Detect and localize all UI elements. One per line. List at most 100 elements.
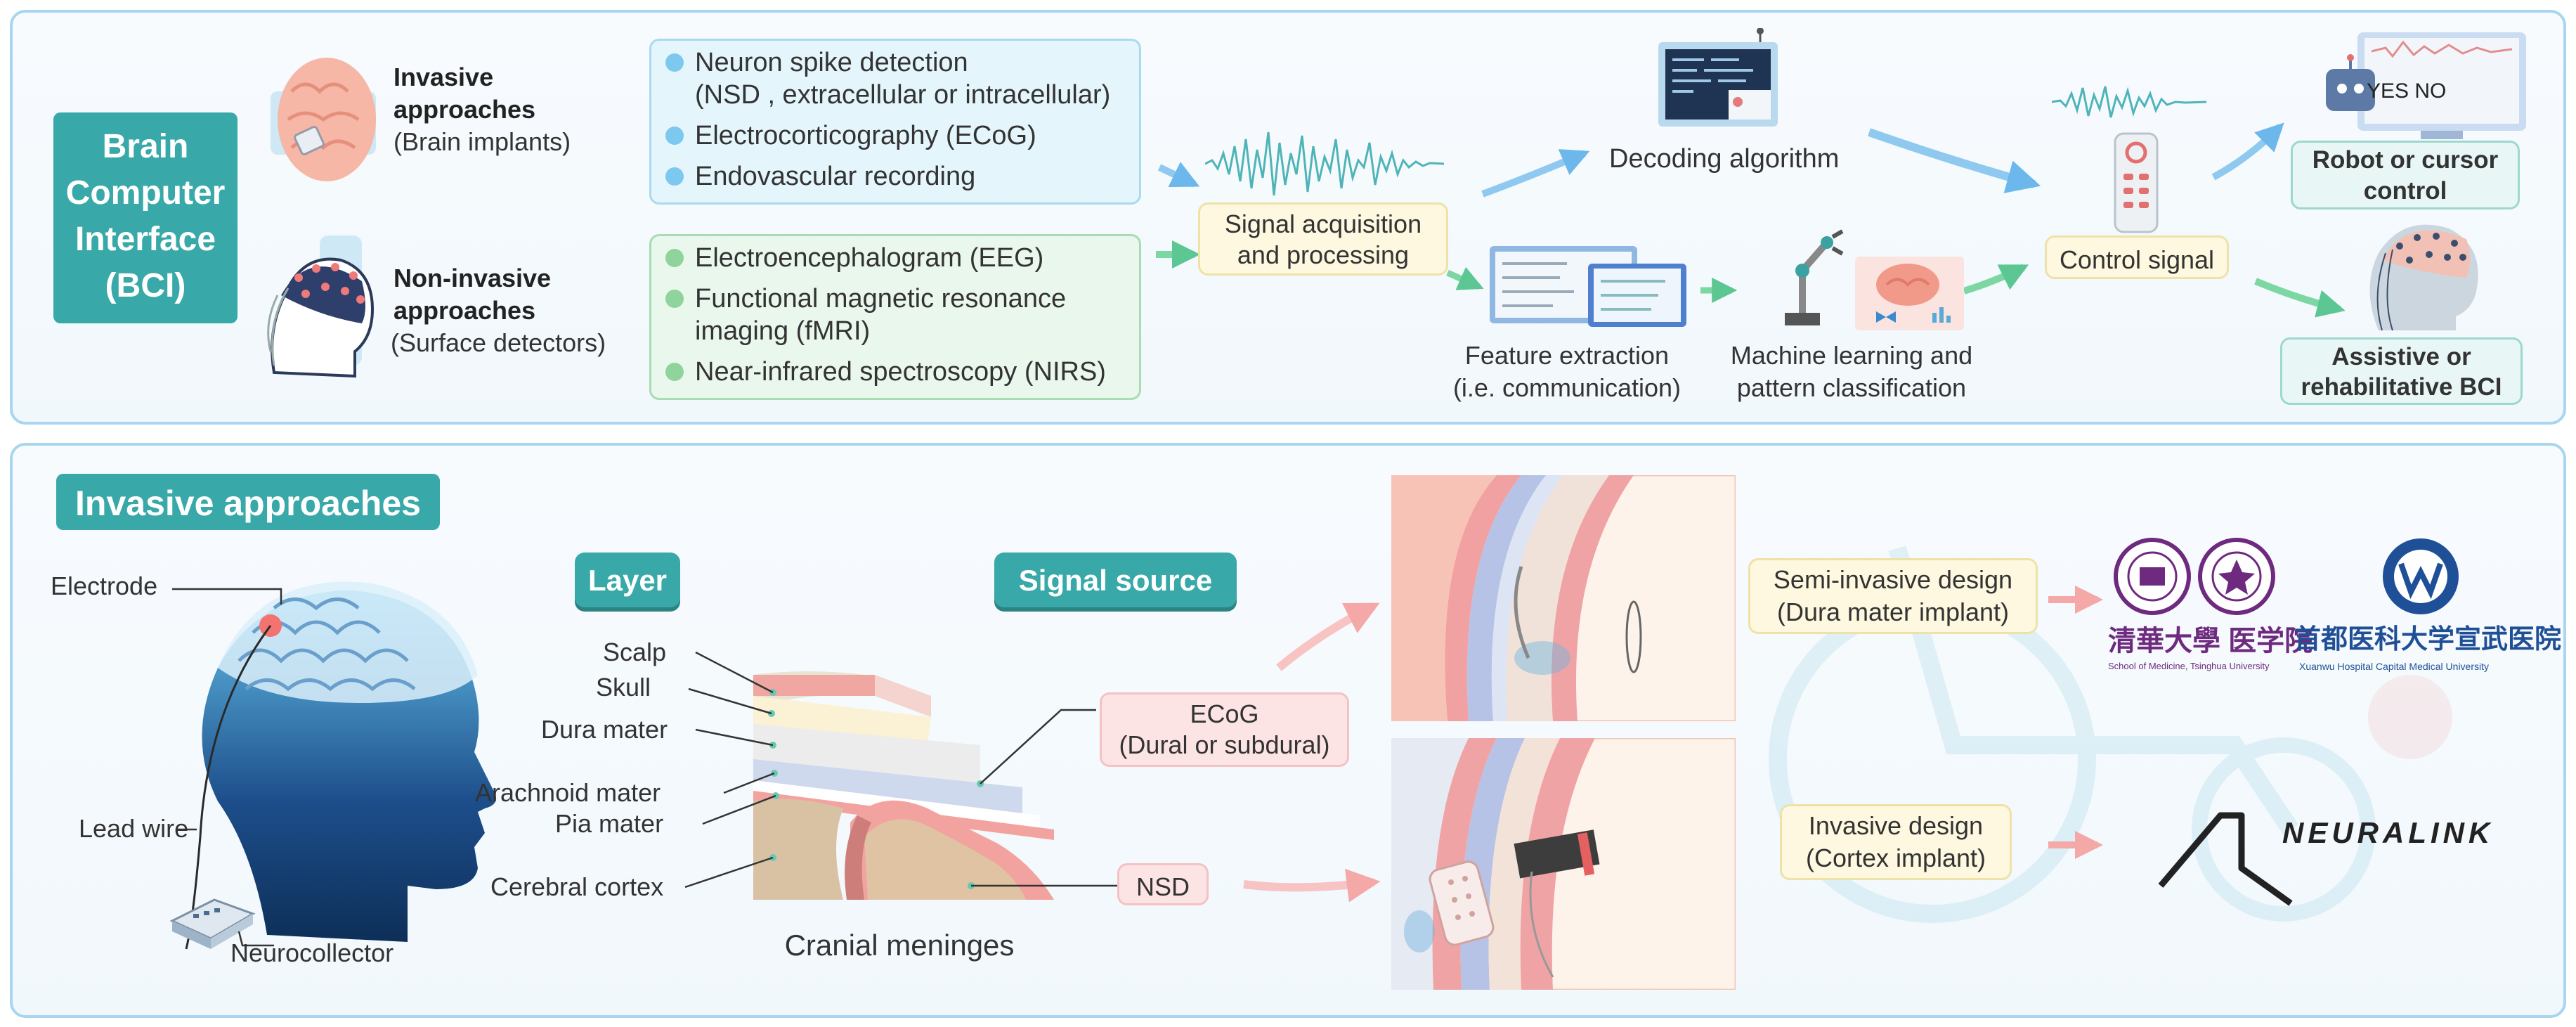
signal-acquisition-line-2: and processing <box>1237 240 1410 269</box>
robot-control-box: Robot or cursor control <box>2291 141 2520 209</box>
method-nirs: Near-infrared spectroscopy (NIRS) <box>665 356 1106 388</box>
method-eeg-label: Electroencephalogram (EEG) <box>695 243 1044 273</box>
invasive-design-line-2: (Cortex implant) <box>1805 844 1986 872</box>
method-endovascular: Endovascular recording <box>665 160 975 193</box>
noninvasive-methods-box: Electroencephalogram (EEG) Functional ma… <box>649 234 1141 400</box>
semi-invasive-line-1: Semi-invasive design <box>1773 565 2013 594</box>
arrow-ml-to-control <box>1963 264 2029 295</box>
method-nirs-label: Near-infrared spectroscopy (NIRS) <box>695 357 1106 387</box>
feature-extraction-line-2: (i.e. communication) <box>1452 373 1681 402</box>
monitor-yes-no-text: YES NO <box>2367 79 2447 103</box>
method-nsd: Neuron spike detection (NSD , extracellu… <box>665 46 1110 112</box>
control-signal-box: Control signal <box>2045 235 2229 279</box>
robot-monitor-illustration <box>2326 32 2526 139</box>
bullet-dot <box>665 167 684 186</box>
invasive-title-line-2: approaches <box>393 95 536 124</box>
robot-control-line-2: control <box>2363 177 2447 205</box>
invasive-design-line-1: Invasive design <box>1808 811 1984 840</box>
ecog-source-box: ECoG (Dural or subdural) <box>1100 692 1349 767</box>
brain-implant-illustration <box>271 58 376 181</box>
feature-extraction-line-1: Feature extraction <box>1464 341 1670 370</box>
arrow-control-to-assistive <box>2254 278 2346 318</box>
signal-acquisition-line-1: Signal acquisition <box>1224 209 1422 238</box>
bci-title-line-2: Computer <box>65 174 226 212</box>
label-lead-wire: Lead wire <box>79 814 189 843</box>
method-endovascular-label: Endovascular recording <box>695 162 976 191</box>
xuanwu-hospital-logo <box>2383 538 2459 614</box>
neuralink-logo-text: NEURALINK <box>2282 816 2494 849</box>
nsd-source-label: NSD <box>1136 872 1190 901</box>
noninvasive-title-line-2: approaches <box>393 296 536 325</box>
assistive-box: Assistive or rehabilitative BCI <box>2280 337 2523 405</box>
ecog-source-line-1: ECoG <box>1190 699 1259 728</box>
eeg-cap-illustration <box>267 235 375 378</box>
bullet-dot <box>665 53 684 72</box>
invasive-methods-box: Neuron spike detection (NSD , extracellu… <box>649 39 1141 205</box>
robot-control-line-1: Robot or cursor <box>2312 146 2499 174</box>
bci-title-line-3: Interface <box>74 221 216 258</box>
arrow-ecog-to-semi <box>1276 602 1380 671</box>
layer-label-arachnoid: Arachnoid mater <box>475 778 661 807</box>
bullet-dot <box>665 290 684 308</box>
arrow-nsd-to-invasive <box>1243 868 1381 903</box>
arrow-invasive-to-signal <box>1157 162 1200 188</box>
invasive-subtitle: (Brain implants) <box>393 127 571 156</box>
layer-label-cortex: Cerebral cortex <box>490 872 664 901</box>
nsd-source-box: NSD <box>1117 863 1209 905</box>
signal-source-pill-label: Signal source <box>1018 564 1213 597</box>
method-fmri: Functional magnetic resonance imaging (f… <box>665 283 1066 348</box>
layer-label-dura-mater: Dura mater <box>541 715 668 744</box>
control-waveform <box>2052 86 2206 118</box>
bullet-dot <box>665 127 684 145</box>
signal-waveform <box>1205 131 1444 196</box>
bullet-dot <box>665 363 684 381</box>
feature-extraction-illustration <box>1490 246 1686 327</box>
assistive-line-1: Assistive or <box>2331 343 2471 370</box>
method-nsd-line-1: Neuron spike detection <box>695 48 968 77</box>
method-eeg: Electroencephalogram (EEG) <box>665 242 1043 274</box>
layer-pill: Layer <box>575 553 680 607</box>
invasive-title-line-1: Invasive <box>393 63 494 91</box>
ecog-source-line-2: (Dural or subdural) <box>1119 730 1330 759</box>
bci-title-line-4: (BCI) <box>105 267 186 304</box>
cranial-meninges-caption: Cranial meninges <box>784 929 1015 962</box>
machine-learning-illustration <box>1785 229 1964 330</box>
head-leader-lines <box>172 588 282 947</box>
tsinghua-logo-subtext: School of Medicine, Tsinghua University <box>2108 661 2270 671</box>
arrow-signal-to-feature <box>1446 266 1484 290</box>
signal-source-pill: Signal source <box>994 553 1237 607</box>
arrow-control-to-robot <box>2211 122 2284 181</box>
assistive-line-2: rehabilitative BCI <box>2301 373 2502 401</box>
bci-title-line-1: Brain <box>102 128 189 165</box>
machine-learning-line-2: pattern classification <box>1736 373 1967 402</box>
xuanwu-logo-subtext: Xuanwu Hospital Capital Medical Universi… <box>2299 661 2490 672</box>
decoding-monitor-illustration <box>1658 28 1778 127</box>
invasive-approaches-title: Invasive approaches <box>75 484 421 523</box>
arrow-decoding-to-control <box>1868 128 2041 193</box>
meninges-layers <box>753 671 1054 900</box>
method-fmri-line-1: Functional magnetic resonance <box>695 284 1067 314</box>
layer-label-scalp: Scalp <box>603 638 667 666</box>
xuanwu-logo-text: 首都医科大学宣武医院 <box>2294 625 2562 654</box>
invasive-approaches-title-box: Invasive approaches <box>56 474 440 530</box>
semi-invasive-line-2: (Dura mater implant) <box>1776 598 2010 626</box>
layer-pill-label: Layer <box>587 564 668 597</box>
remote-control-icon <box>2114 132 2159 233</box>
method-ecog-label: Electrocorticography (ECoG) <box>695 121 1036 150</box>
bullet-dot <box>665 249 684 267</box>
label-electrode: Electrode <box>51 571 158 600</box>
semi-invasive-illustration <box>1391 475 1736 721</box>
decoding-label: Decoding algorithm <box>1609 144 1840 174</box>
semi-invasive-design-box: Semi-invasive design (Dura mater implant… <box>1748 558 2038 634</box>
top-arrows <box>1156 122 2346 318</box>
invasive-design-box: Invasive design (Cortex implant) <box>1780 804 2012 880</box>
neuralink-logo-mark <box>2158 812 2293 906</box>
layer-label-pia-mater: Pia mater <box>555 809 664 838</box>
arrow-signal-to-decoding <box>1481 149 1590 198</box>
cranial-meninges-diagram <box>684 651 1117 900</box>
bci-title-box: Brain Computer Interface (BCI) <box>53 112 238 323</box>
assistive-head-illustration <box>2369 224 2478 331</box>
method-fmri-line-2: imaging (fMRI) <box>695 316 871 347</box>
